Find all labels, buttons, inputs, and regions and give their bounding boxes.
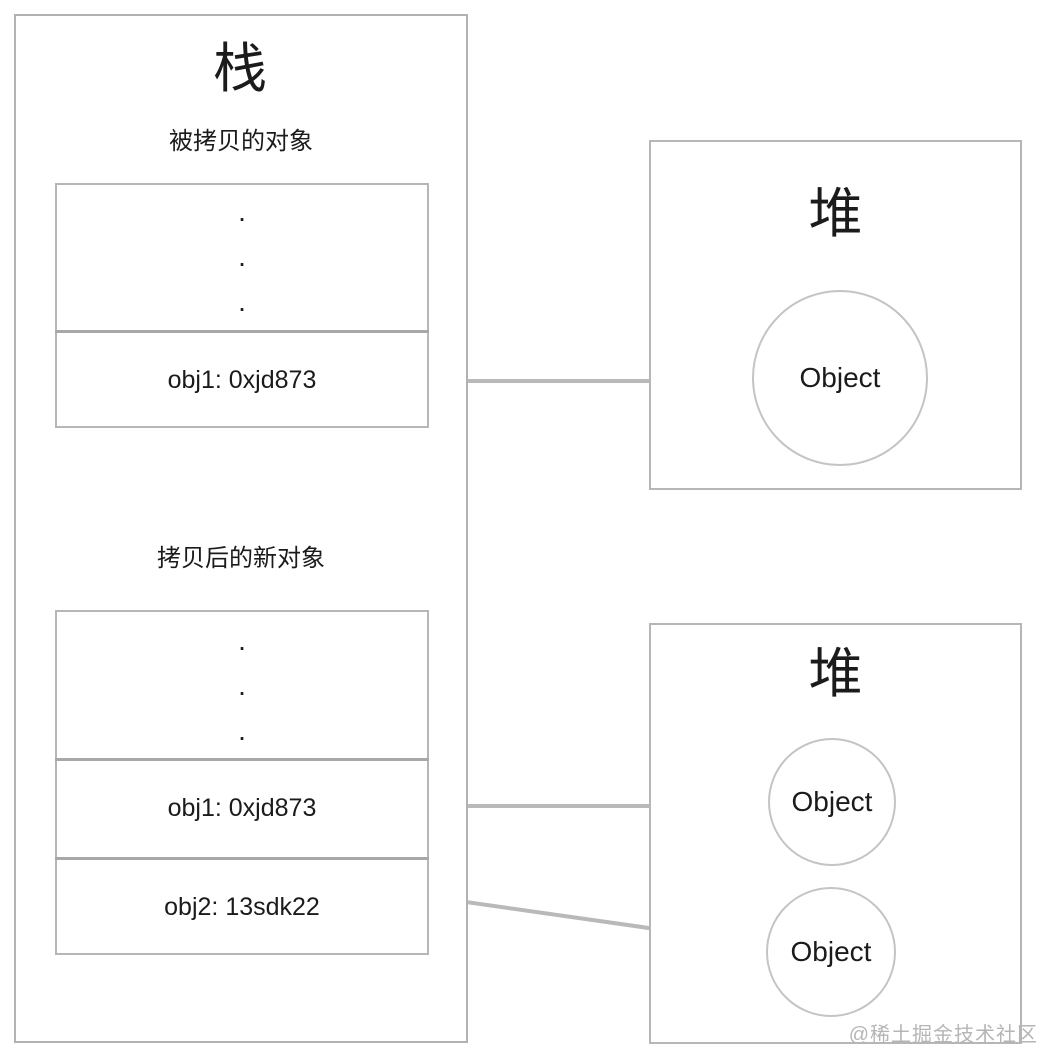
heap-object-circle: Object (766, 887, 896, 1017)
new-object-label: 拷贝后的新对象 (157, 545, 325, 572)
ellipsis-dot: . (238, 625, 246, 656)
heap-object-circle: Object (768, 738, 896, 866)
heap-object-circle: Object (752, 290, 928, 466)
copied-object-label: 被拷贝的对象 (169, 128, 313, 155)
ellipsis-dot: . (238, 670, 246, 701)
heap-box-bottom: 堆 Object Object (649, 623, 1022, 1044)
heap-box-top: 堆 Object (649, 140, 1022, 490)
divider (55, 857, 429, 860)
heap-object-text: Object (791, 786, 873, 817)
stack-row-obj1-copy: obj1: 0xjd873 (167, 793, 317, 822)
stack-row-obj1: obj1: 0xjd873 (167, 366, 317, 394)
divider (55, 758, 429, 761)
stack-title: 栈 (213, 39, 269, 99)
watermark: @稀土掘金技术社区 (848, 1024, 1038, 1046)
ellipsis-dot: . (238, 286, 246, 317)
ellipsis-dot: . (238, 241, 246, 272)
copied-object-memory-box: . . . obj1: 0xjd873 (55, 183, 429, 428)
stack-row-obj2: obj2: 13sdk22 (164, 893, 320, 921)
heap-object-text: Object (790, 936, 872, 967)
divider (55, 330, 429, 333)
ellipsis-dot: . (238, 196, 246, 227)
heap-bottom-title: 堆 (808, 644, 863, 704)
ellipsis-dot: . (238, 715, 246, 746)
heap-top-title: 堆 (808, 184, 863, 244)
new-object-memory-box: . . . obj1: 0xjd873 obj2: 13sdk22 (55, 610, 429, 955)
heap-object-text: Object (799, 362, 881, 393)
